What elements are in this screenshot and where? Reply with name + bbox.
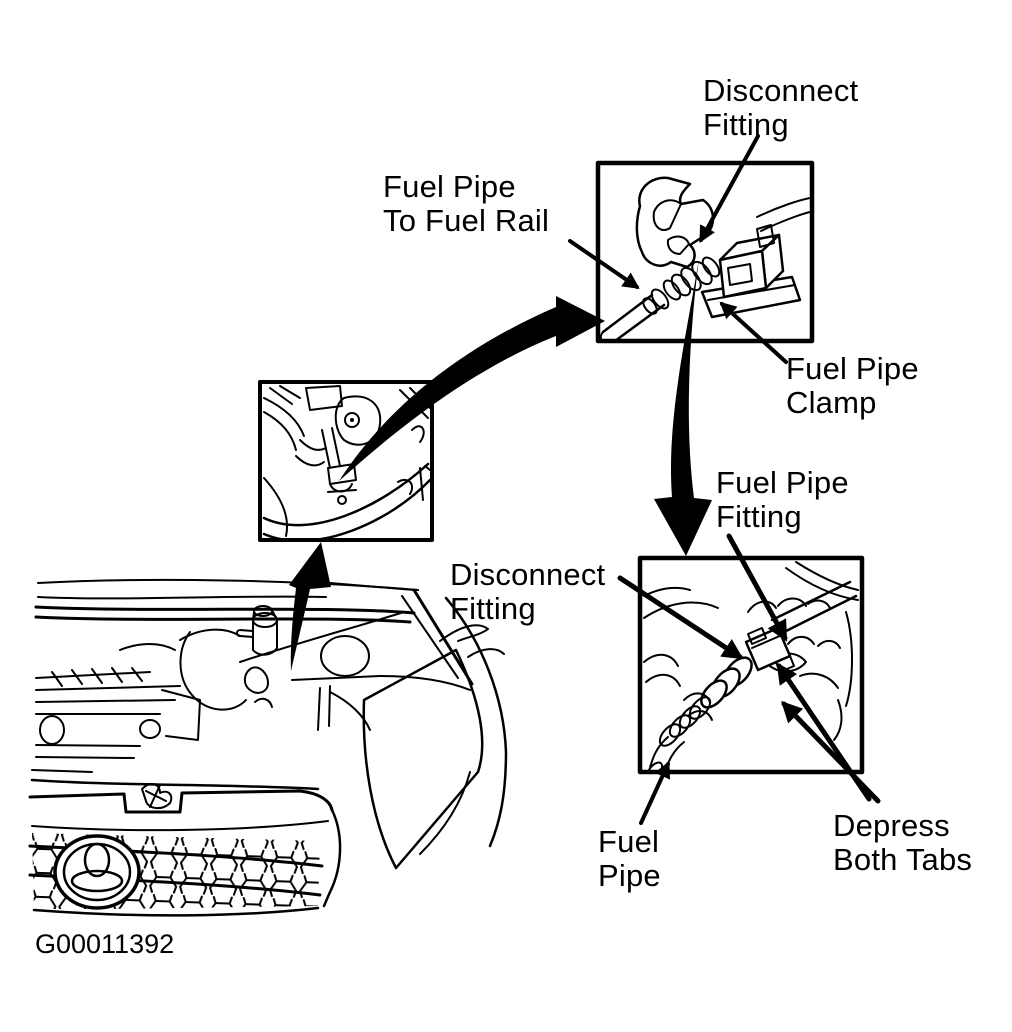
fuel-pipe-clamp-part bbox=[718, 249, 768, 299]
engine-location-detail bbox=[262, 385, 430, 538]
label-line: Pipe bbox=[598, 858, 661, 893]
leader-disconnect-fitting-bottom bbox=[617, 575, 744, 660]
leader-fuel-pipe-to-fuel-rail bbox=[568, 239, 640, 289]
label-line: Fitting bbox=[716, 499, 802, 534]
label-line: Both Tabs bbox=[833, 842, 973, 877]
label-fuel-pipe: Fuel Pipe bbox=[598, 825, 661, 893]
label-fuel-pipe-fitting: Fuel Pipe Fitting bbox=[716, 466, 849, 534]
label-disconnect-fitting-bottom: Disconnect Fitting bbox=[450, 558, 605, 626]
leader-depress-tab-lower bbox=[781, 700, 881, 804]
label-line: Fuel bbox=[598, 824, 660, 859]
leader-disconnect-fitting-top bbox=[699, 134, 760, 243]
label-line: Fuel Pipe bbox=[786, 351, 919, 386]
label-line: Fitting bbox=[450, 591, 536, 626]
label-line: Fuel Pipe bbox=[716, 465, 849, 500]
label-depress-both-tabs: Depress Both Tabs bbox=[833, 809, 972, 877]
label-line: Disconnect bbox=[703, 73, 859, 108]
label-fuel-pipe-clamp: Fuel Pipe Clamp bbox=[786, 352, 919, 420]
figure-id: G00011392 bbox=[35, 929, 175, 959]
toyota-emblem bbox=[53, 834, 141, 910]
a-pillar bbox=[412, 588, 474, 686]
fuel-pipe-lower bbox=[649, 736, 685, 770]
flow-arrows bbox=[289, 258, 712, 671]
label-line: Depress bbox=[833, 808, 950, 843]
label-line: Fitting bbox=[703, 107, 789, 142]
leader-fuel-pipe-clamp bbox=[719, 301, 788, 364]
engine-bay-illustration bbox=[28, 578, 508, 917]
leader-arrows bbox=[568, 134, 881, 825]
leader-fuel-pipe bbox=[639, 760, 671, 825]
label-line: To Fuel Rail bbox=[383, 203, 550, 238]
label-fuel-pipe-to-fuel-rail: Fuel Pipe To Fuel Rail bbox=[383, 170, 549, 238]
air-cleaner-housing bbox=[179, 631, 247, 711]
front-grille bbox=[28, 783, 342, 917]
fuel-pipe-upper bbox=[770, 580, 858, 636]
arrow-engine-to-location-box bbox=[289, 542, 331, 671]
label-line: Clamp bbox=[786, 385, 877, 420]
door-window bbox=[362, 648, 484, 870]
fuel-rail-fitting-detail bbox=[600, 176, 810, 339]
callout-box-fuel-rail-fitting bbox=[595, 160, 815, 344]
leader-fuel-pipe-fitting bbox=[726, 533, 788, 642]
arrow-location-to-fuel-rail-box bbox=[339, 296, 605, 481]
arrow-fuel-rail-to-fitting-box bbox=[654, 258, 712, 556]
label-line: Disconnect bbox=[450, 557, 606, 592]
label-line: Fuel Pipe bbox=[383, 169, 516, 204]
label-disconnect-fitting-top: Disconnect Fitting bbox=[703, 74, 858, 142]
release-tab-upper bbox=[747, 627, 767, 645]
